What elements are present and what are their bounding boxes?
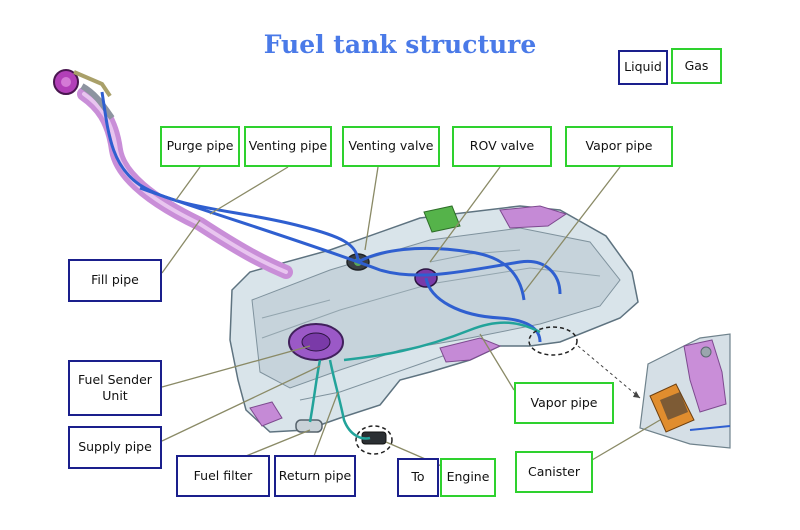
- label-vapor-pipe-top: Vapor pipe: [565, 126, 673, 167]
- label-fuel-sender-unit: Fuel Sender Unit: [68, 360, 162, 416]
- label-vapor-pipe-bottom: Vapor pipe: [514, 382, 614, 424]
- label-rov-valve: ROV valve: [452, 126, 552, 167]
- canister-illustration: [639, 333, 731, 449]
- fill-pipe-tube: [53, 69, 293, 279]
- canister-arrow-head: [633, 391, 640, 398]
- label-supply-pipe: Supply pipe: [68, 426, 162, 469]
- label-fill-pipe: Fill pipe: [68, 259, 162, 302]
- label-engine: Engine: [440, 458, 496, 497]
- page-title: Fuel tank structure: [263, 30, 537, 59]
- label-canister: Canister: [515, 451, 593, 493]
- label-venting-pipe: Venting pipe: [244, 126, 332, 167]
- legend-gas: Gas: [671, 48, 722, 84]
- label-fuel-filter: Fuel filter: [176, 455, 270, 497]
- engine-connector-highlight: [355, 425, 393, 455]
- label-to: To: [397, 458, 439, 497]
- label-purge-pipe: Purge pipe: [160, 126, 240, 167]
- legend-liquid: Liquid: [618, 50, 668, 85]
- label-venting-valve: Venting valve: [342, 126, 440, 167]
- canister-link-arrow: [577, 345, 641, 399]
- fuel-lines: [308, 321, 541, 440]
- label-return-pipe: Return pipe: [274, 455, 356, 497]
- vapor-outlet-highlight: [528, 326, 578, 356]
